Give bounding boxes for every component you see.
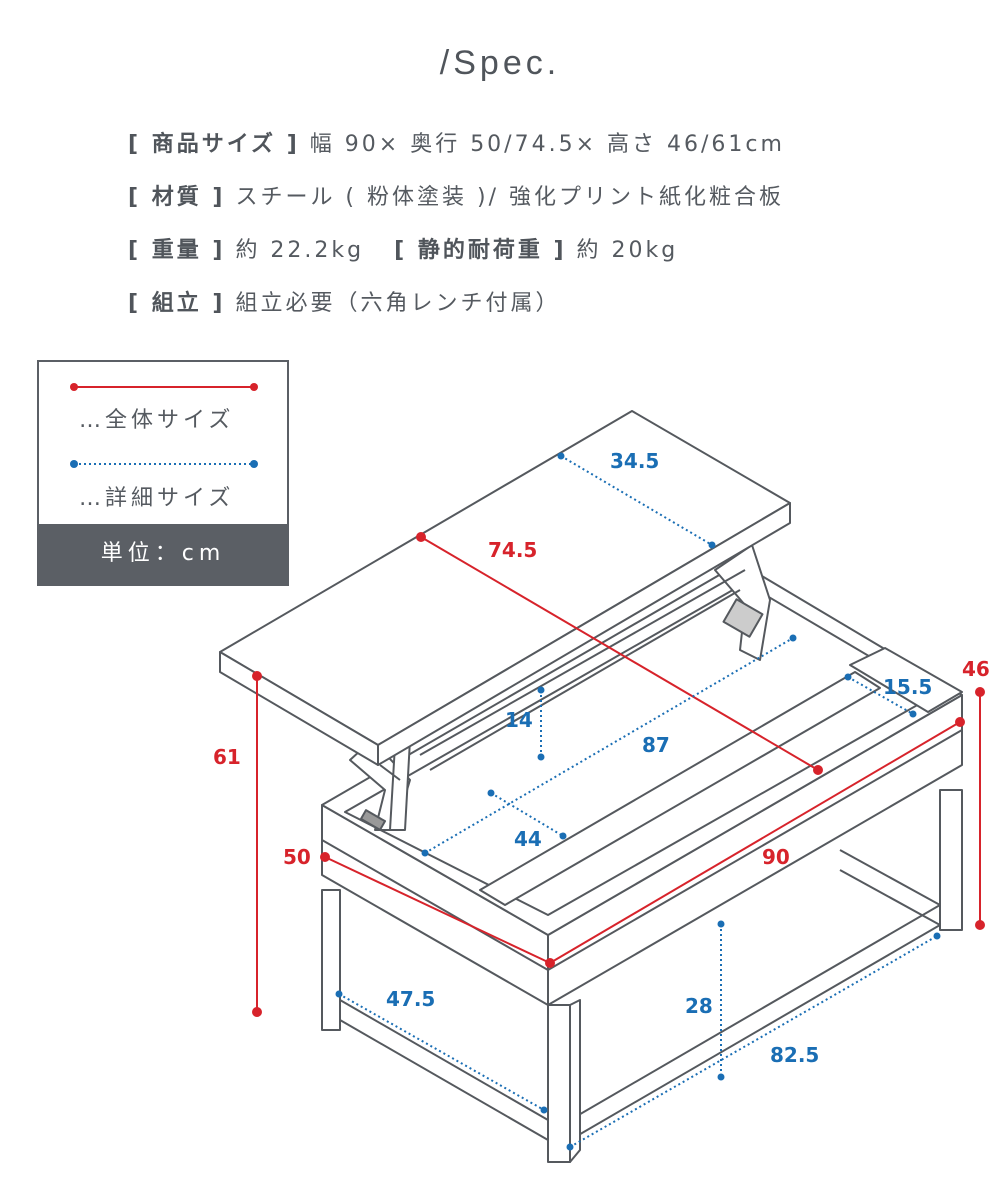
spec-assembly: [ 組立 ] 組立必要（六角レンチ付属） [128,285,560,317]
spec-material-value: スチール ( 粉体塗装 )/ 強化プリント紙化粧合板 [235,185,784,210]
legend-box: …全体サイズ …詳細サイズ 単位：cm [37,360,289,586]
dim-height: 46 [962,657,990,681]
dim-leg-depth: 47.5 [386,987,435,1011]
legend-detail: …詳細サイズ [79,486,235,511]
spec-assembly-label: [ 組立 ] [128,291,226,316]
spec-material: [ 材質 ] スチール ( 粉体塗装 )/ 強化プリント紙化粧合板 [128,179,784,211]
dim-width: 90 [762,845,790,869]
spec-size-value: 幅 90× 奥行 50/74.5× 高さ 46/61cm [309,132,785,157]
spec-weight: [ 重量 ] 約 22.2kg [ 静的耐荷重 ] 約 20kg [128,232,678,264]
spec-size: [ 商品サイズ ] 幅 90× 奥行 50/74.5× 高さ 46/61cm [128,126,785,158]
dim-leg-width: 82.5 [770,1043,819,1067]
leg-back-left [321,889,341,1031]
legend-unit: 単位：cm [39,524,287,584]
dim-depth: 50 [283,845,311,869]
storage-lid [479,671,881,906]
page-title: /Spec. [439,44,561,82]
leg-back-right [939,789,963,931]
spec-load-value: 約 20kg [576,238,679,263]
spec-size-label: [ 商品サイズ ] [128,132,300,157]
legend-overall: …全体サイズ [79,408,235,433]
dim-top-width: 34.5 [610,449,659,473]
detail-dimensions [338,455,938,1148]
legend-lines [70,383,258,468]
dim-height-raised: 61 [213,745,241,769]
spec-material-label: [ 材質 ] [128,185,226,210]
dim-leg-height: 28 [685,994,713,1018]
leg-front-left [547,1004,571,1163]
overall-dimensions [252,532,985,1017]
dim-side-storage: 15.5 [883,675,932,699]
dim-inner-height: 14 [505,708,533,732]
spring-icon [722,598,764,638]
spec-weight-label: [ 重量 ] [128,238,226,263]
spec-load-label: [ 静的耐荷重 ] [394,238,567,263]
spec-weight-value: 約 22.2kg [235,238,365,263]
spec-assembly-value: 組立必要（六角レンチ付属） [235,291,561,316]
dim-top-depth: 74.5 [488,538,537,562]
dim-inner-depth: 44 [514,827,542,851]
side-storage [849,647,963,713]
dim-inner-width: 87 [642,733,670,757]
